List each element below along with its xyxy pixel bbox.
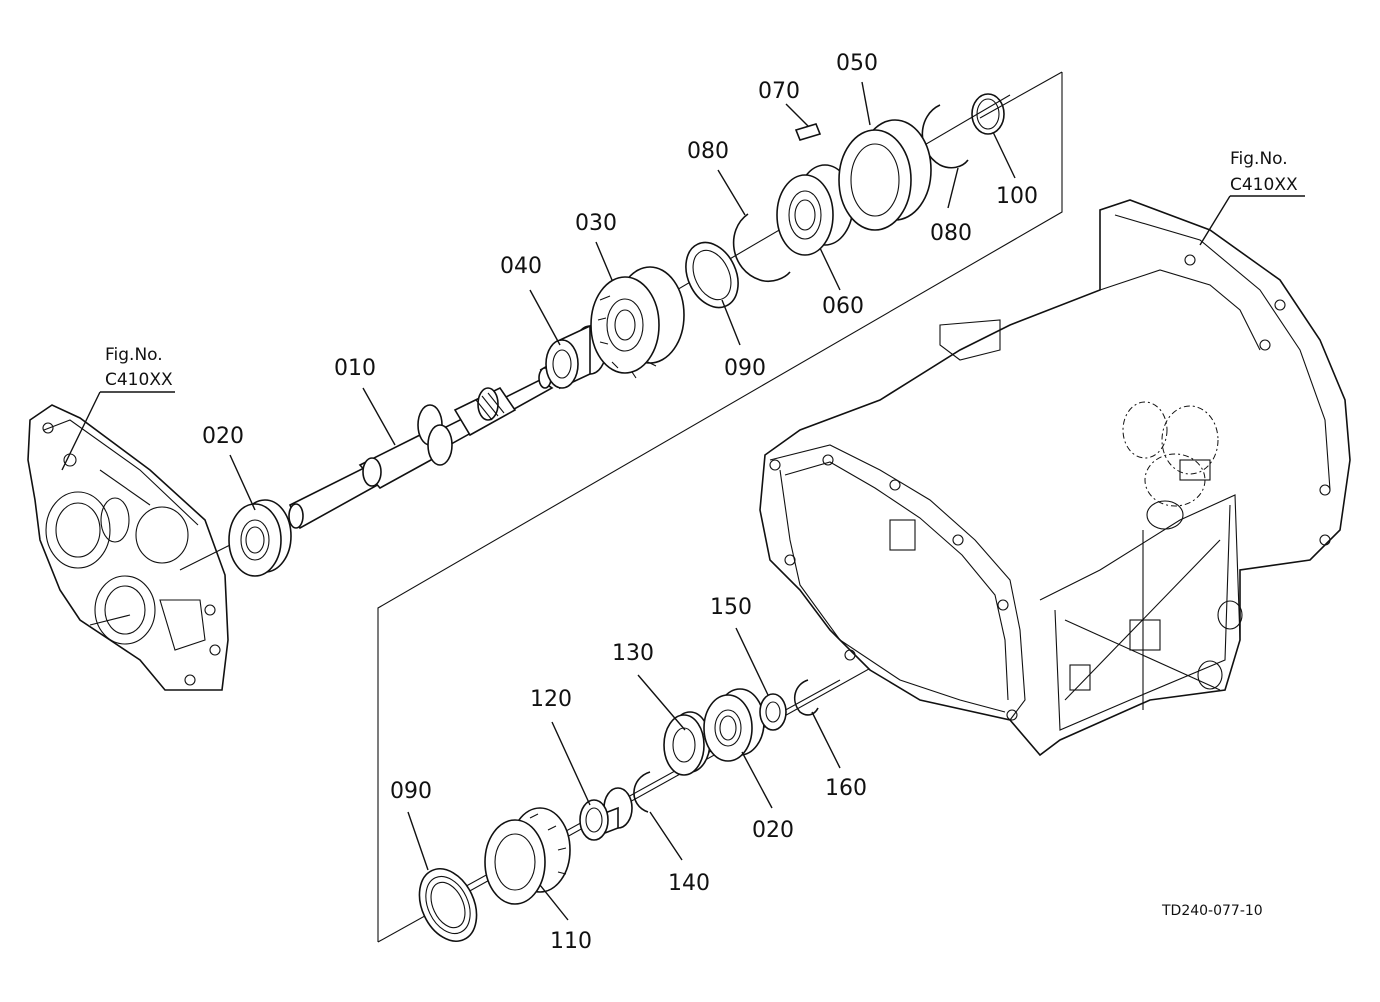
callout-030: 030: [575, 211, 617, 236]
needle-bearing-120: [579, 787, 633, 841]
gear-110: [484, 807, 571, 905]
fig-ref-left-line1: Fig.No.: [105, 345, 163, 365]
fig-ref-right-line2: C410XX: [1230, 175, 1298, 195]
circlip-100: [971, 93, 1005, 135]
fig-ref-right-line1: Fig.No.: [1230, 149, 1288, 169]
callout-020-upper: 020: [202, 424, 244, 449]
fig-ref-right: Fig.No. C410XX: [1230, 149, 1298, 195]
callout-070: 070: [758, 79, 800, 104]
shaft-010: [288, 367, 554, 530]
gear-030: [590, 266, 685, 379]
callout-040: 040: [500, 254, 542, 279]
callout-090-lower: 090: [390, 779, 432, 804]
seal-ring-090-lower: [418, 868, 478, 942]
callout-100: 100: [996, 184, 1038, 209]
left-case-housing: [27, 404, 229, 691]
callout-090-upper: 090: [724, 356, 766, 381]
washer-150: [759, 693, 787, 731]
snap-ring-140: [633, 771, 651, 813]
bearing-020-lower: [703, 688, 765, 762]
callout-110: 110: [550, 929, 592, 954]
drawing-code: TD240-077-10: [1161, 903, 1263, 919]
callout-130: 130: [612, 641, 654, 666]
snap-ring-080-right: [921, 104, 969, 169]
bearing-020-upper: [228, 499, 292, 577]
callout-080-left: 080: [687, 139, 729, 164]
callout-150: 150: [710, 595, 752, 620]
callout-050: 050: [836, 51, 878, 76]
circlip-160: [793, 679, 819, 716]
ring-090-upper: [685, 241, 739, 309]
snap-ring-080-left: [732, 213, 791, 283]
callout-020-lower: 020: [752, 818, 794, 843]
case-bolt-holes: [769, 254, 1331, 721]
callout-010: 010: [334, 356, 376, 381]
collar-130: [663, 711, 711, 776]
leader-lines: [61, 81, 1305, 921]
fig-ref-left: Fig.No. C410XX: [105, 345, 173, 390]
callout-140: 140: [668, 871, 710, 896]
callouts: 010 020 030 040 050 060 070 080 080 090 …: [202, 51, 1038, 954]
key-070: [794, 123, 822, 141]
right-case-housing: [759, 199, 1351, 757]
callout-060: 060: [822, 294, 864, 319]
fig-ref-left-line2: C410XX: [105, 370, 173, 390]
callout-120: 120: [530, 687, 572, 712]
callout-080-right: 080: [930, 221, 972, 246]
callout-160: 160: [825, 776, 867, 801]
sleeve-050: [838, 119, 932, 231]
